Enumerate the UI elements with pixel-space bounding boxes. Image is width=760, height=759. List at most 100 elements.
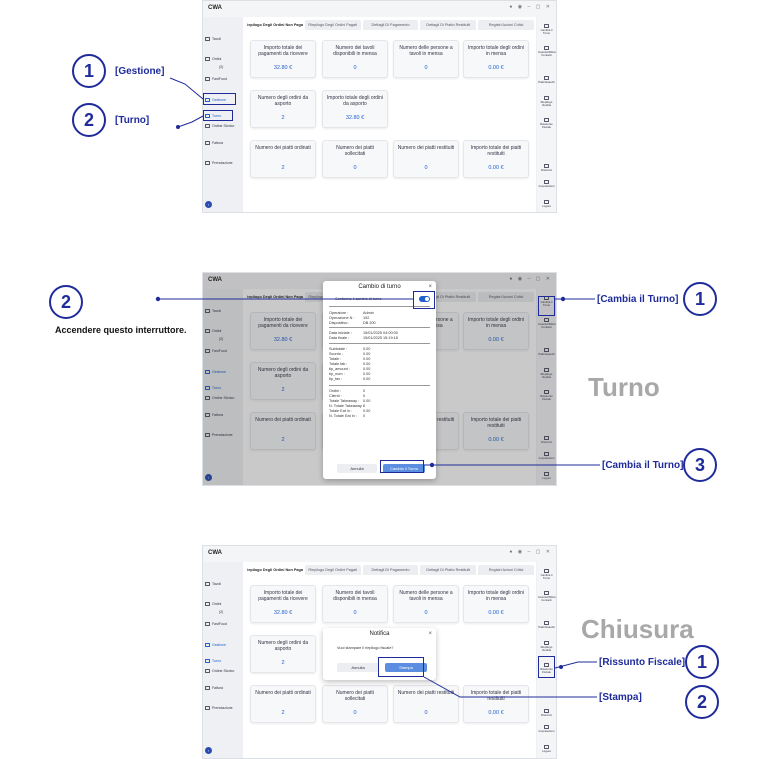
confirm-toggle[interactable] [419, 296, 430, 302]
riassunto-fiscale-button[interactable]: Riassunto Fiscale [538, 389, 555, 405]
riepilogo-vendite-button[interactable]: Riepilogo Vendite [538, 95, 555, 111]
table-icon [205, 582, 210, 586]
sidebar-item-ordine-storico[interactable]: Ordine Storico [205, 394, 239, 402]
piatti-esauriti-button[interactable]: Piatti Esauriti [538, 75, 555, 91]
summary-row: Ordini :0 [329, 389, 365, 393]
cambia-turno-confirm-button[interactable]: Cambia il Turno [383, 464, 425, 473]
toolbar-label: Riassunto Fiscale [540, 394, 553, 402]
riepilogo-vendite-button[interactable]: Riepilogo Vendite [538, 640, 555, 656]
sidebar-item-ordine-storico[interactable]: Ordine Storico [205, 122, 239, 130]
sidebar-item-gestione[interactable]: Gestione [205, 641, 239, 649]
stampa-button[interactable]: Stampa [385, 663, 427, 672]
sidebar-item-ordini[interactable]: Ordini [205, 600, 239, 608]
window-controls[interactable]: ● ◉ – ▢ ✕ [509, 276, 552, 282]
tab-piatti-restituiti[interactable]: Dettagli Di Piatto Restituiti [420, 292, 477, 302]
sidebar-item-prenotazione[interactable]: Prenotazione [205, 704, 239, 712]
sidebar-item-ordini[interactable]: Ordini [205, 55, 239, 63]
sidebar-item-tavoli[interactable]: Tavoli [205, 580, 239, 588]
sidebar-item-fattura[interactable]: Fattura [205, 411, 239, 419]
riassunto-fiscale-button[interactable]: Riassunto Fiscale [538, 662, 555, 678]
card-title: Numero dei tavoli disponibili in mensa [333, 590, 377, 602]
collapse-button[interactable]: ‹ [205, 201, 212, 208]
riassunto-fiscale-button[interactable]: Riassunto Fiscale [538, 117, 555, 133]
collapse-button[interactable]: ‹ [205, 747, 212, 754]
logout-button[interactable]: Logout [538, 471, 555, 485]
sidebar-sub-count: (2) [205, 335, 239, 343]
sidebar-item-fattura[interactable]: Fattura [205, 139, 239, 147]
toolbar-label: Riepilogo Vendite [540, 372, 553, 380]
tab-dettagli-pagamento[interactable]: Dettagli Di Pagamento [362, 565, 419, 575]
sidebar: Tavoli Ordini (2) FastFood Gestione Turn… [203, 17, 241, 212]
close-icon[interactable]: × [428, 284, 432, 290]
sidebar-label: Turno [212, 659, 222, 663]
window-controls[interactable]: ● ◉ – ▢ ✕ [509, 4, 552, 10]
logout-icon [544, 200, 549, 204]
tab-ordini-pagati[interactable]: Riepilogo Degli Ordini Pagati [304, 20, 361, 30]
sidebar-item-ordini[interactable]: Ordini [205, 327, 239, 335]
cash-button[interactable]: Inserisci/Ritira Contanti [538, 317, 556, 333]
tab-registri-azioni[interactable]: Registri Azioni Critici [478, 20, 534, 30]
direzioni-button[interactable]: Direzioni [538, 708, 555, 724]
toolbar-label: Direzioni [541, 440, 552, 444]
card-value: 32.80 € [273, 610, 293, 616]
summary-value: 0.00 [363, 409, 371, 413]
tab-piatti-restituiti[interactable]: Dettagli Di Piatto Restituiti [420, 20, 477, 30]
summary-value: 0.00 [363, 377, 371, 381]
stat-card: Importo totale dei pagamenti da ricevere… [250, 40, 316, 78]
logout-button[interactable]: Logout [538, 744, 555, 758]
annulla-button[interactable]: Annulla [337, 464, 377, 473]
sidebar-item-tavoli[interactable]: Tavoli [205, 307, 239, 315]
sidebar-item-fastfood[interactable]: FastFood [205, 75, 239, 83]
direzioni-button[interactable]: Direzioni [538, 435, 555, 451]
annulla-button[interactable]: Annulla [337, 663, 379, 672]
tab-ordini-pagati[interactable]: Riepilogo Degli Ordini Pagati [304, 565, 361, 575]
cambia-turno-button[interactable]: Cambia il Turno [538, 568, 555, 584]
impostazioni-button[interactable]: Impostazioni [538, 179, 555, 195]
sidebar-item-gestione[interactable]: Gestione [205, 96, 239, 104]
tab-ordini-non-pagati[interactable]: Riepilogo Degli Ordini Non Pagati [247, 565, 303, 575]
summary-key: Totale Eat in : [329, 409, 353, 413]
logout-button[interactable]: Logout [538, 199, 555, 212]
main-content: Riepilogo Degli Ordini Non Pagati Riepil… [243, 17, 536, 212]
card-value: 32.80 € [273, 65, 293, 71]
tab-ordini-non-pagati[interactable]: Riepilogo Degli Ordini Non Pagati [247, 20, 303, 30]
sidebar-item-ordine-storico[interactable]: Ordine Storico [205, 667, 239, 675]
close-icon[interactable]: × [428, 631, 432, 637]
tab-piatti-restituiti[interactable]: Dettagli Di Piatto Restituiti [420, 565, 477, 575]
impostazioni-button[interactable]: Impostazioni [538, 724, 555, 740]
direzioni-button[interactable]: Direzioni [538, 163, 555, 179]
highlight-riassunto-fiscale [538, 656, 555, 678]
collapse-button[interactable]: ‹ [205, 474, 212, 481]
riepilogo-vendite-button[interactable]: Riepilogo Vendite [538, 367, 555, 383]
piatti-esauriti-button[interactable]: Piatti Esauriti [538, 347, 555, 363]
toolbar-label: Piatti Esauriti [538, 625, 555, 629]
sidebar-item-prenotazione[interactable]: Prenotazione [205, 159, 239, 167]
cash-button[interactable]: Inserisci/Ritira Contanti [538, 590, 556, 606]
piatti-esauriti-button[interactable]: Piatti Esauriti [538, 620, 555, 636]
sidebar-item-fastfood[interactable]: FastFood [205, 347, 239, 355]
fastfood-icon [205, 349, 210, 353]
list-icon [205, 329, 210, 333]
invoice-icon [205, 413, 210, 417]
cash-button[interactable]: Inserisci/Ritira Contanti [538, 45, 556, 61]
sidebar-item-fastfood[interactable]: FastFood [205, 620, 239, 628]
sidebar-item-tavoli[interactable]: Tavoli [205, 35, 239, 43]
summary-key: tip_amount : [329, 367, 350, 371]
fiscal-icon [544, 390, 549, 394]
tab-ordini-non-pagati[interactable]: Riepilogo Degli Ordini Non Pagati [247, 292, 303, 302]
tab-dettagli-pagamento[interactable]: Dettagli Di Pagamento [362, 20, 419, 30]
sidebar-item-turno[interactable]: Turno [205, 384, 239, 392]
sidebar-item-turno[interactable]: Turno [205, 657, 239, 665]
tab-registri-azioni[interactable]: Registri Azioni Critici [478, 292, 534, 302]
summary-key: Operatore : [329, 311, 349, 315]
window-controls[interactable]: ● ◉ – ▢ ✕ [509, 549, 552, 555]
callout-number: 2 [49, 285, 83, 319]
cambia-turno-button[interactable]: Cambia il Turno [538, 23, 555, 39]
sidebar-item-fattura[interactable]: Fattura [205, 684, 239, 692]
impostazioni-button[interactable]: Impostazioni [538, 451, 555, 467]
sidebar-item-turno[interactable]: Turno [205, 112, 239, 120]
sidebar-item-gestione[interactable]: Gestione [205, 368, 239, 376]
sidebar-item-prenotazione[interactable]: Prenotazione [205, 431, 239, 439]
tab-registri-azioni[interactable]: Registri Azioni Critici [478, 565, 534, 575]
